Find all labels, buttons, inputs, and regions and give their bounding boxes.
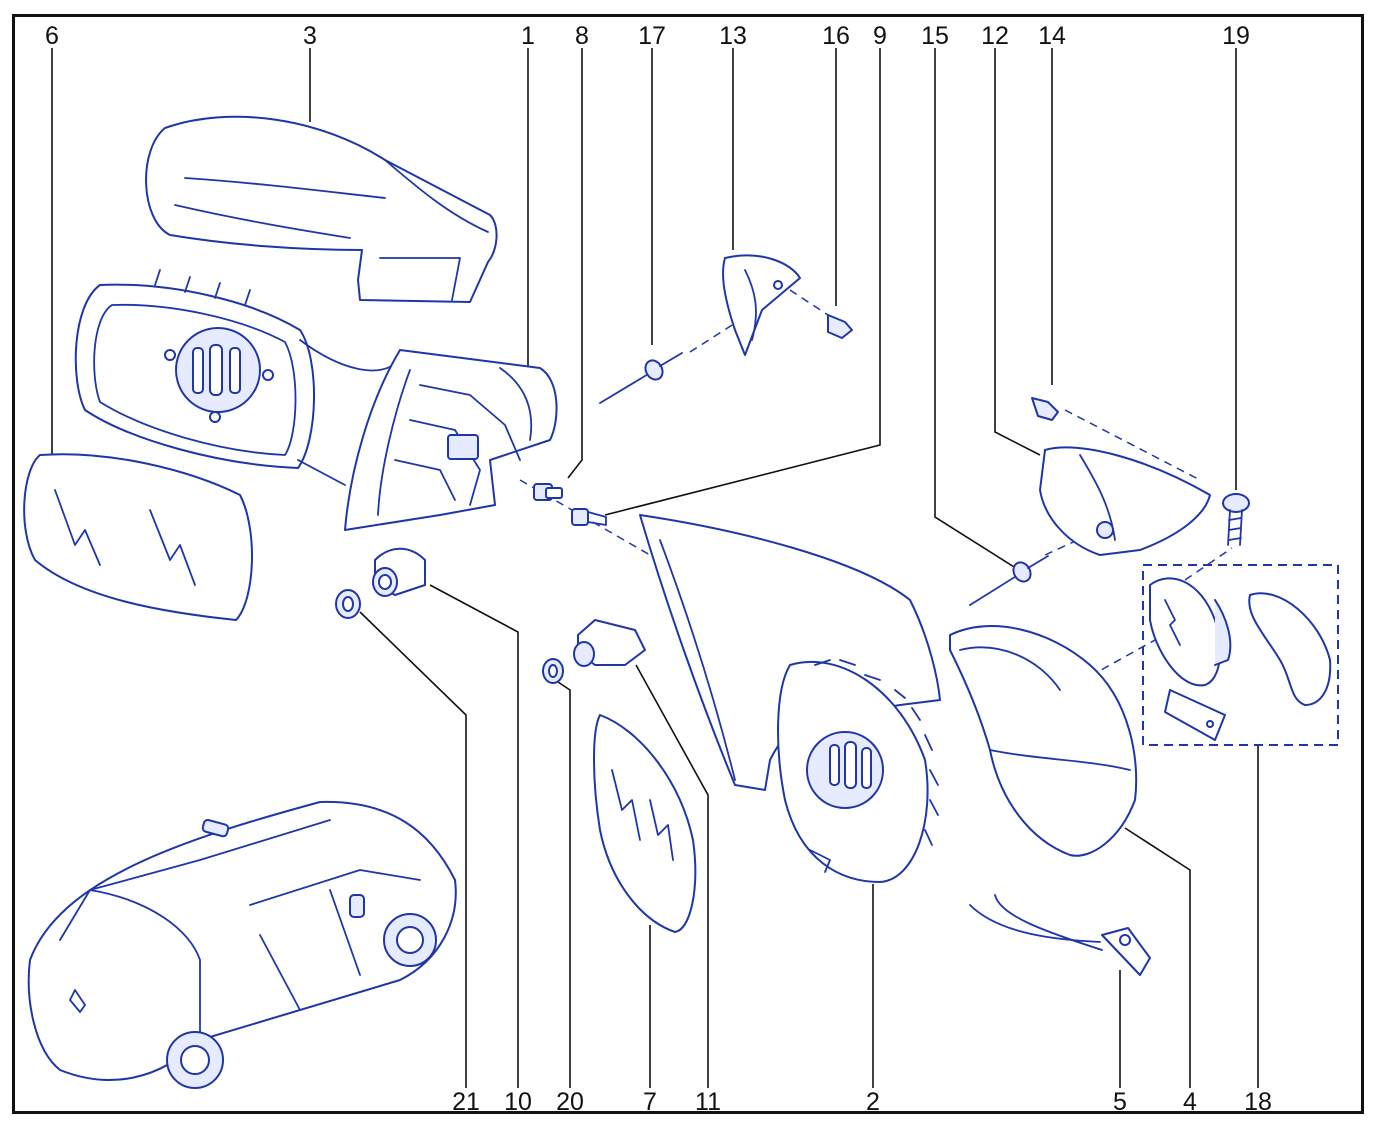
leader-lines (51, 48, 1259, 1088)
screw-9 (571, 508, 607, 526)
bracket-12 (1039, 446, 1211, 556)
part-label-2: 2 (866, 1088, 880, 1116)
mirror-housing (74, 269, 401, 486)
part-label-9: 9 (873, 22, 887, 50)
connector-10 (372, 547, 426, 597)
part-label-14: 14 (1038, 22, 1066, 50)
part-label-21: 21 (452, 1088, 480, 1116)
part-label-6: 6 (45, 22, 59, 50)
connector-11 (573, 619, 646, 667)
pin-15 (969, 555, 1049, 606)
part-label-3: 3 (303, 22, 317, 50)
outer-shell (949, 625, 1138, 857)
screw-14 (1031, 397, 1059, 421)
part-label-1: 1 (521, 22, 535, 50)
part-label-4: 4 (1183, 1088, 1197, 1116)
pin-17 (599, 352, 683, 404)
mirror-glass-right (593, 714, 697, 933)
part-label-19: 19 (1222, 22, 1250, 50)
car-inset (27, 800, 457, 1089)
part-label-13: 13 (719, 22, 747, 50)
washer-21 (335, 589, 361, 619)
part-label-7: 7 (643, 1088, 657, 1116)
mirror-cover (145, 115, 498, 303)
part-label-17: 17 (638, 22, 666, 50)
part-label-5: 5 (1113, 1088, 1127, 1116)
part-label-15: 15 (921, 22, 949, 50)
mirror-glass-left (23, 453, 253, 621)
wire-harness (969, 894, 1151, 976)
motor-assembly (777, 659, 939, 883)
part-number-labels: 6 3 1 8 17 13 16 9 15 12 14 19 21 10 20 … (45, 22, 1272, 1116)
part-label-20: 20 (556, 1088, 584, 1116)
clip-13 (722, 254, 801, 356)
bolt-8 (533, 483, 563, 501)
part-label-12: 12 (981, 22, 1009, 50)
part-label-16: 16 (822, 22, 850, 50)
washer-20 (542, 658, 564, 684)
screw-19 (1222, 493, 1250, 546)
part-label-10: 10 (504, 1088, 532, 1116)
group-18 (1142, 564, 1339, 746)
part-label-8: 8 (575, 22, 589, 50)
part-label-11: 11 (695, 1088, 721, 1116)
plug-16 (827, 314, 853, 339)
part-label-18: 18 (1244, 1088, 1272, 1116)
mirror-base (344, 349, 558, 531)
